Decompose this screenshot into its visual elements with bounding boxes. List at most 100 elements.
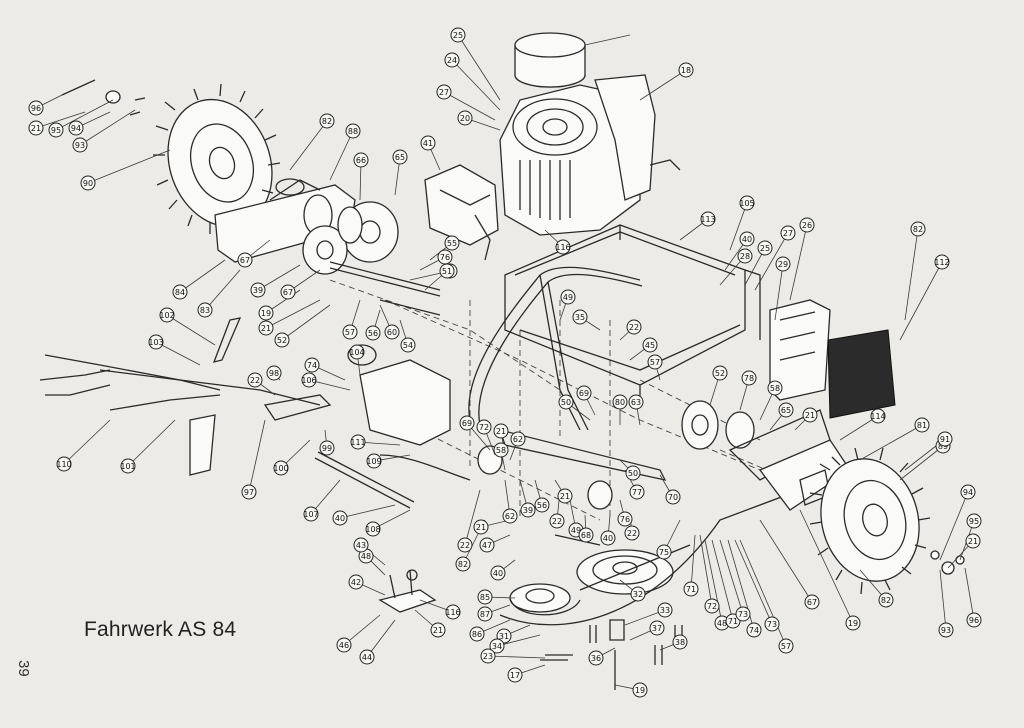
- part-callout-65: 65: [392, 149, 408, 165]
- part-number-label: 39: [253, 286, 263, 295]
- callout-leader: [63, 419, 111, 465]
- callout-leader: [859, 424, 923, 461]
- callout-leader: [166, 314, 216, 346]
- part-number-label: 94: [71, 124, 81, 133]
- part-callout-75: 75: [656, 544, 672, 560]
- part-number-label: 58: [496, 446, 506, 455]
- part-callout-39: 39: [250, 282, 266, 298]
- part-number-label: 112: [934, 258, 949, 267]
- part-number-label: 26: [802, 221, 812, 230]
- part-callout-21: 21: [557, 488, 573, 504]
- part-number-label: 19: [261, 309, 271, 318]
- part-number-label: 40: [493, 569, 503, 578]
- part-number-label: 110: [56, 460, 71, 469]
- part-callout-111: 111: [350, 434, 366, 450]
- part-number-label: 42: [351, 578, 361, 587]
- part-callout-17: 17: [507, 667, 523, 683]
- part-number-label: 22: [627, 529, 637, 538]
- part-number-label: 21: [560, 492, 570, 501]
- part-number-label: 102: [159, 311, 174, 320]
- part-callout-72: 72: [476, 419, 492, 435]
- part-callout-91: 91: [937, 431, 953, 447]
- callout-leader: [904, 228, 919, 321]
- part-number-label: 29: [778, 260, 788, 269]
- part-number-label: 101: [120, 462, 135, 471]
- part-number-label: 90: [83, 179, 93, 188]
- part-callout-81: 81: [914, 417, 930, 433]
- part-callout-52: 52: [274, 332, 290, 348]
- part-number-label: 116: [445, 608, 460, 617]
- part-callout-116: 116: [555, 239, 571, 255]
- part-callout-47: 47: [479, 537, 495, 553]
- part-callout-54: 54: [400, 337, 416, 353]
- part-callout-21: 21: [965, 533, 981, 549]
- part-callout-101: 101: [120, 458, 136, 474]
- part-callout-63: 63: [628, 394, 644, 410]
- page-title: Fahrwerk AS 84: [84, 618, 237, 641]
- part-number-label: 18: [681, 66, 691, 75]
- part-number-label: 107: [303, 510, 318, 519]
- center-bracket: [477, 429, 667, 546]
- part-number-label: 103: [148, 338, 163, 347]
- part-callout-76: 76: [617, 511, 633, 527]
- callout-leader: [690, 534, 696, 590]
- part-number-label: 21: [433, 626, 443, 635]
- part-callout-21: 21: [802, 407, 818, 423]
- part-number-label: 77: [632, 488, 642, 497]
- callout-leader: [257, 264, 301, 291]
- part-callout-34: 34: [489, 638, 505, 654]
- part-number-label: 89: [938, 442, 948, 451]
- part-callout-87: 87: [477, 606, 493, 622]
- callout-leader: [289, 120, 328, 171]
- part-callout-28: 28: [737, 248, 753, 264]
- fuel-tank: [347, 344, 471, 481]
- part-callout-25: 25: [757, 240, 773, 256]
- part-callout-56: 56: [534, 497, 550, 513]
- part-callout-96: 96: [28, 100, 44, 116]
- part-callout-23: 23: [480, 648, 496, 664]
- part-callout-43: 43: [353, 537, 369, 553]
- part-callout-93: 93: [938, 622, 954, 638]
- callout-leader: [699, 534, 713, 607]
- part-callout-22: 22: [247, 372, 263, 388]
- part-number-label: 19: [848, 619, 858, 628]
- part-number-label: 60: [387, 328, 397, 337]
- part-number-label: 50: [561, 398, 571, 407]
- part-callout-38: 38: [672, 634, 688, 650]
- part-callout-96: 96: [966, 612, 982, 628]
- part-number-label: 70: [668, 493, 678, 502]
- part-number-label: 71: [686, 585, 696, 594]
- part-callout-25: 25: [450, 27, 466, 43]
- part-callout-56: 56: [365, 325, 381, 341]
- callout-leader: [487, 655, 546, 659]
- part-callout-32: 32: [630, 586, 646, 602]
- part-number-label: 19: [635, 686, 645, 695]
- part-callout-105: 105: [739, 195, 755, 211]
- part-number-label: 73: [767, 620, 777, 629]
- part-callout-107: 107: [303, 506, 319, 522]
- part-callout-60: 60: [384, 324, 400, 340]
- part-callout-65: 65: [778, 402, 794, 418]
- gear-set: [302, 201, 441, 297]
- part-number-label: 56: [368, 329, 378, 338]
- callout-leader: [457, 34, 501, 101]
- part-number-label: 76: [620, 515, 630, 524]
- part-number-label: 65: [781, 406, 791, 415]
- clutch-disc: [681, 400, 831, 481]
- part-callout-85: 85: [477, 589, 493, 605]
- part-number-label: 111: [350, 438, 365, 447]
- part-callout-82: 82: [319, 113, 335, 129]
- part-number-label: 34: [492, 642, 502, 651]
- part-number-label: 17: [510, 671, 520, 680]
- part-callout-24: 24: [444, 52, 460, 68]
- part-callout-22: 22: [457, 537, 473, 553]
- part-number-label: 21: [805, 411, 815, 420]
- part-number-label: 100: [273, 464, 288, 473]
- part-callout-98: 98: [266, 365, 282, 381]
- part-callout-71: 71: [683, 581, 699, 597]
- part-number-label: 99: [322, 444, 332, 453]
- drive-belt: [499, 489, 801, 626]
- part-number-label: 82: [913, 225, 923, 234]
- part-number-label: 52: [715, 369, 725, 378]
